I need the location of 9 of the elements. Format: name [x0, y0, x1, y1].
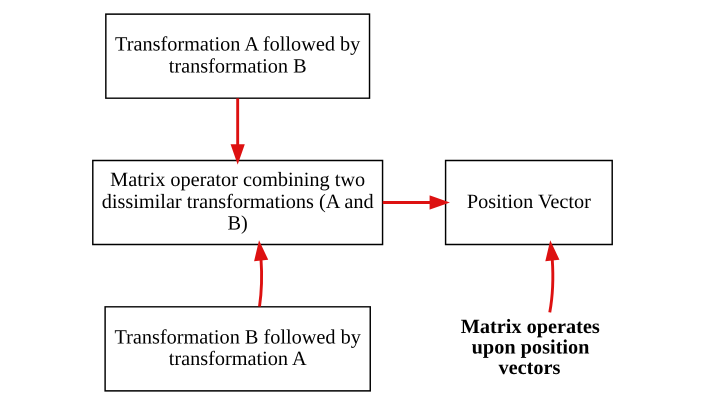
node-box: Transformation A followed by transformation B [104, 13, 370, 99]
node-box: Transformation B followed by transformation A [104, 306, 370, 392]
arrow [230, 98, 244, 165]
node-box: Position Vector [444, 160, 612, 246]
arrow [544, 240, 559, 313]
arrow [254, 240, 268, 307]
node-text: Matrix operates upon position vectors [460, 316, 600, 379]
arrow [382, 195, 450, 210]
node-box: Matrix operator combining two dissimilar transformations (A and B) [92, 160, 383, 246]
